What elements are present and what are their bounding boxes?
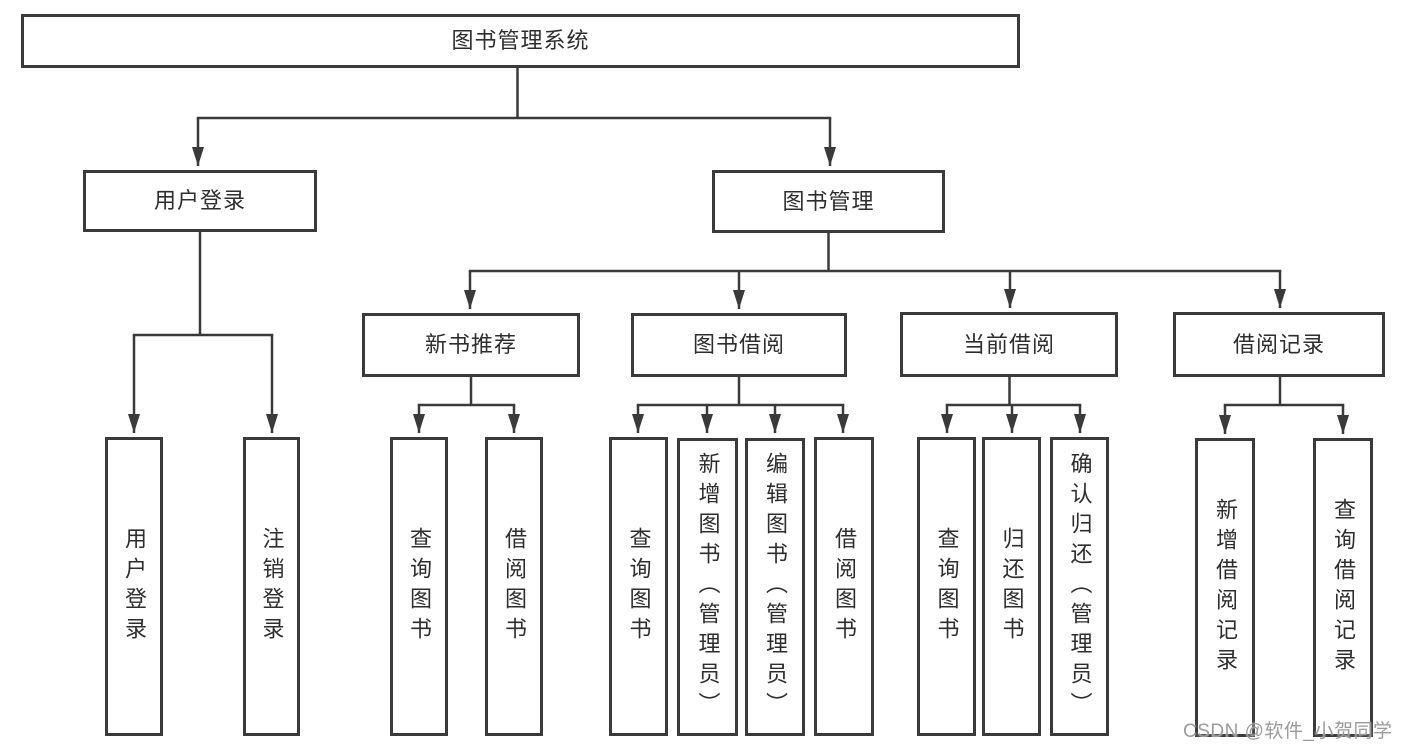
leaf-bb-query-books: 查询图书: [609, 437, 668, 736]
node-book-management: 图书管理: [712, 170, 945, 233]
node-book-borrowing: 图书借阅: [631, 313, 847, 377]
node-book-management-system: 图书管理系统: [21, 14, 1020, 68]
leaf-cb-confirm-return-admin: 确认归还（管理员）: [1050, 437, 1109, 736]
csdn-watermark: CSDN @软件_小贺同学: [1183, 721, 1393, 742]
leaf-cb-query-books: 查询图书: [917, 437, 976, 736]
leaf-br-query-record: 查询借阅记录: [1313, 438, 1373, 737]
leaf-br-add-record: 新增借阅记录: [1195, 438, 1255, 737]
leaf-bb-borrow-books: 借阅图书: [814, 437, 874, 736]
leaf-rec-query-books: 查询图书: [390, 437, 448, 736]
node-borrowing-records: 借阅记录: [1173, 312, 1385, 377]
leaf-bb-add-books-admin: 新增图书（管理员）: [677, 438, 738, 736]
node-new-book-recommendation: 新书推荐: [362, 313, 580, 377]
leaf-logout: 注销登录: [243, 437, 300, 736]
leaf-cb-return-books: 归还图书: [982, 437, 1041, 736]
leaf-bb-edit-books-admin: 编辑图书（管理员）: [745, 438, 805, 736]
leaf-rec-borrow-books: 借阅图书: [485, 437, 543, 736]
node-user-login: 用户登录: [83, 170, 317, 232]
leaf-user-login: 用户登录: [105, 437, 163, 736]
node-current-borrowing: 当前借阅: [900, 312, 1118, 377]
